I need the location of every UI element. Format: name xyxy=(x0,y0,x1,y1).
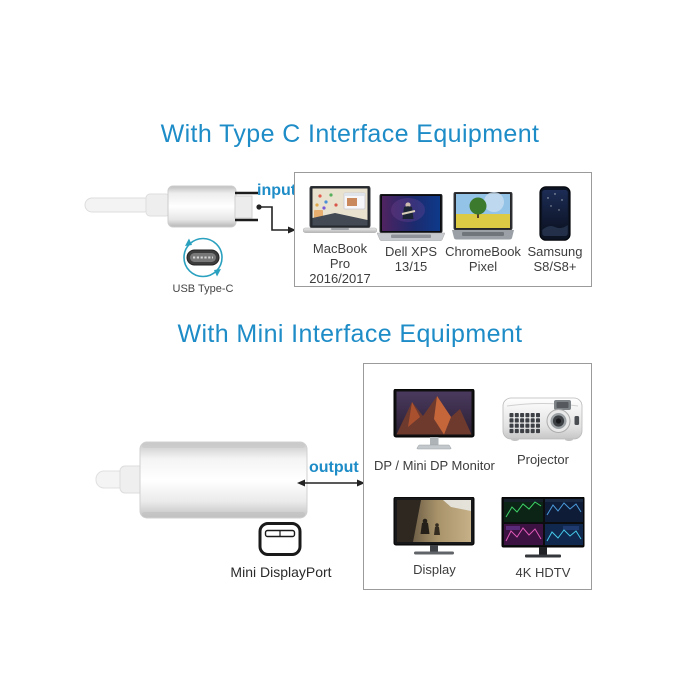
device-item-macbook-pro: MacBook Pro 2016/2017 xyxy=(303,186,377,286)
macbook-pro-image xyxy=(303,186,377,238)
device-label: Display xyxy=(413,561,456,577)
usb-type-c-connector-icon xyxy=(183,237,223,278)
input-label: input xyxy=(257,182,297,199)
samsung-s8-image xyxy=(539,186,571,241)
type-c-section-title: With Type C Interface Equipment xyxy=(160,120,540,148)
device-item-dp-monitor: DP / Mini DP Monitor xyxy=(374,364,495,477)
mini-section-title: With Mini Interface Equipment xyxy=(177,320,523,348)
device-label: DP / Mini DP Monitor xyxy=(374,458,495,473)
device-item-4k-hdtv: 4K HDTV xyxy=(495,477,591,590)
device-item-chromebook-pixel: ChromeBook Pixel xyxy=(445,186,521,286)
usb-c-cable-plug-image xyxy=(84,185,258,228)
device-label: Dell XPS 13/15 xyxy=(385,244,438,274)
display-monitor-image xyxy=(393,496,475,554)
output-label: output xyxy=(309,459,359,476)
device-item-display: Display xyxy=(374,477,495,590)
type-c-devices-panel: MacBook Pro 2016/2017 xyxy=(294,172,592,287)
device-label: Samsung S8/S8+ xyxy=(527,244,583,274)
device-label: MacBook Pro 2016/2017 xyxy=(309,241,371,286)
device-label: Projector xyxy=(516,452,569,467)
white-adapter-body-image xyxy=(95,441,308,519)
mini-devices-panel: DP / Mini DP Monitor xyxy=(363,363,592,590)
mini-displayport-caption: Mini DisplayPort xyxy=(230,564,332,580)
4k-hdtv-image xyxy=(501,496,585,557)
mini-displayport-connector-icon xyxy=(258,522,302,556)
input-arrow-icon xyxy=(256,204,296,234)
device-label: ChromeBook Pixel xyxy=(445,244,521,274)
chromebook-pixel-image xyxy=(450,186,516,241)
usb-type-c-caption: USB Type-C xyxy=(172,283,234,295)
dp-monitor-image xyxy=(393,389,475,450)
dell-xps-image xyxy=(377,186,446,241)
device-item-samsung-s8: Samsung S8/S8+ xyxy=(521,186,589,286)
device-item-dell-xps: Dell XPS 13/15 xyxy=(377,186,446,286)
device-label: 4K HDTV xyxy=(515,564,571,580)
output-arrow-icon xyxy=(297,479,365,487)
device-item-projector: Projector xyxy=(495,364,591,477)
projector-image xyxy=(502,397,583,441)
